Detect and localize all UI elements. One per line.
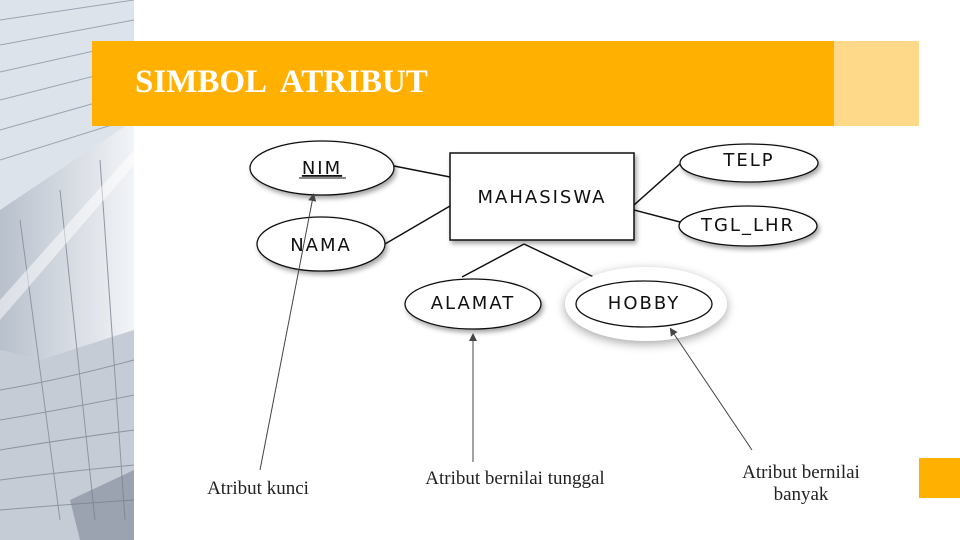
note-key-attribute: Atribut kunci	[207, 478, 309, 499]
line-nama	[384, 205, 451, 245]
arrow-key	[259, 193, 317, 471]
arrow-multi	[669, 327, 753, 451]
note-multi-valued: Atribut bernilai banyak	[720, 462, 882, 506]
line-hobby	[523, 243, 601, 281]
attribute-label-nim: NIM	[302, 158, 342, 179]
attribute-label-hobby: HOBBY	[608, 293, 680, 314]
title-bar	[92, 41, 834, 126]
note-single-valued: Atribut bernilai tunggal	[425, 468, 605, 489]
note-multi-line1: Atribut bernilai	[742, 462, 860, 483]
attribute-tgl-lhr: TGL_LHR	[678, 205, 818, 247]
note-multi-line2: banyak	[773, 484, 829, 505]
attribute-label-tgl-lhr: TGL_LHR	[700, 215, 795, 236]
attribute-label-alamat: ALAMAT	[431, 293, 516, 314]
attribute-telp: TELP	[679, 143, 819, 183]
corner-accent-square	[919, 458, 960, 498]
line-tgl-lhr	[633, 209, 681, 223]
line-telp	[633, 163, 681, 206]
attribute-nama: NAMA	[256, 216, 386, 272]
slide-title: SIMBOL ATRIBUT	[135, 64, 428, 100]
attribute-nim: NIM	[249, 140, 395, 196]
entity-label: MAHASISWA	[478, 187, 607, 208]
line-alamat	[461, 243, 525, 278]
relationship-lines	[384, 163, 681, 281]
entity-mahasiswa: MAHASISWA	[449, 152, 635, 241]
line-nim	[393, 165, 451, 178]
attribute-label-telp: TELP	[722, 150, 774, 171]
attribute-label-nama: NAMA	[290, 235, 352, 256]
title-accent-block	[834, 41, 919, 126]
attribute-hobby: HOBBY	[565, 267, 727, 341]
attribute-alamat: ALAMAT	[404, 278, 542, 330]
